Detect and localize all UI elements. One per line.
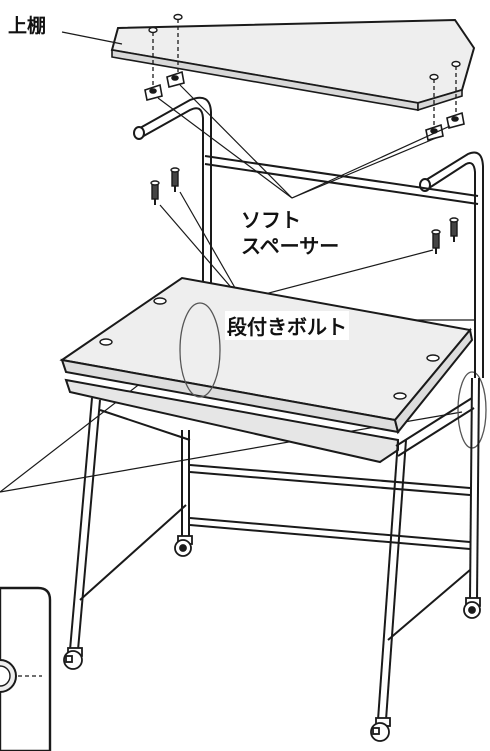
main-shelf [59,276,474,464]
stepped-bolt-label: 段付きボルト [225,311,349,340]
detail-inset [0,586,52,751]
soft-spacer-label-line1: ソフト [241,208,301,232]
stepped-bolts [150,167,459,254]
lower-frame [69,330,484,721]
top-shelf-board [110,13,476,112]
frame-tubes [133,96,484,330]
soft-spacers [144,70,465,141]
top-shelf-leader [61,31,123,45]
soft-spacer-label-line2: スペーサー [241,234,340,258]
top-shelf-label: 上棚 [8,15,47,37]
casters [63,535,481,742]
